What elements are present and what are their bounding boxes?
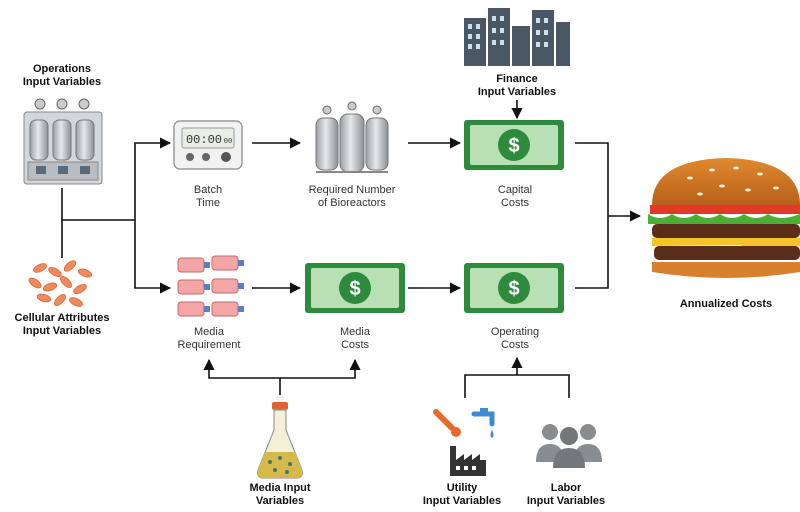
svg-text:$: $ bbox=[508, 278, 519, 300]
svg-text:$: $ bbox=[349, 278, 360, 300]
timer-display-small: 00 bbox=[224, 138, 232, 146]
media-flasks-icon bbox=[177, 255, 244, 317]
media-input-flask-icon bbox=[257, 402, 303, 479]
capital-money-icon: $ bbox=[464, 120, 564, 170]
plug-icon bbox=[433, 409, 461, 437]
water-tap-icon bbox=[471, 408, 495, 438]
factory-icon bbox=[450, 446, 486, 476]
junction-to-batch-arrow bbox=[134, 137, 172, 220]
media-costs-money-icon: $ bbox=[305, 263, 405, 313]
cells-icon bbox=[28, 260, 93, 307]
operations-bioreactor-icon bbox=[23, 98, 103, 185]
finance-buildings-icon bbox=[464, 8, 570, 66]
svg-text:$: $ bbox=[508, 135, 519, 157]
timer-icon: 00:00 00 bbox=[173, 120, 243, 170]
capital-to-burger-line bbox=[575, 142, 609, 289]
timer-display: 00:00 bbox=[186, 133, 222, 147]
bioreactors-icon bbox=[315, 101, 389, 173]
annualized-costs-label: Annualized Costs bbox=[679, 298, 773, 310]
media-input-to-media-req-arrow bbox=[203, 358, 281, 395]
junction-to-media-arrow bbox=[134, 220, 172, 294]
ops-to-junction-line bbox=[61, 188, 135, 221]
operating-money-icon: $ bbox=[464, 263, 564, 313]
utility-labor-to-operating-arrow bbox=[464, 358, 570, 398]
people-icon bbox=[536, 424, 602, 468]
burger-icon bbox=[648, 158, 800, 278]
connectors bbox=[61, 100, 642, 398]
media-input-to-media-costs-arrow bbox=[280, 358, 361, 379]
